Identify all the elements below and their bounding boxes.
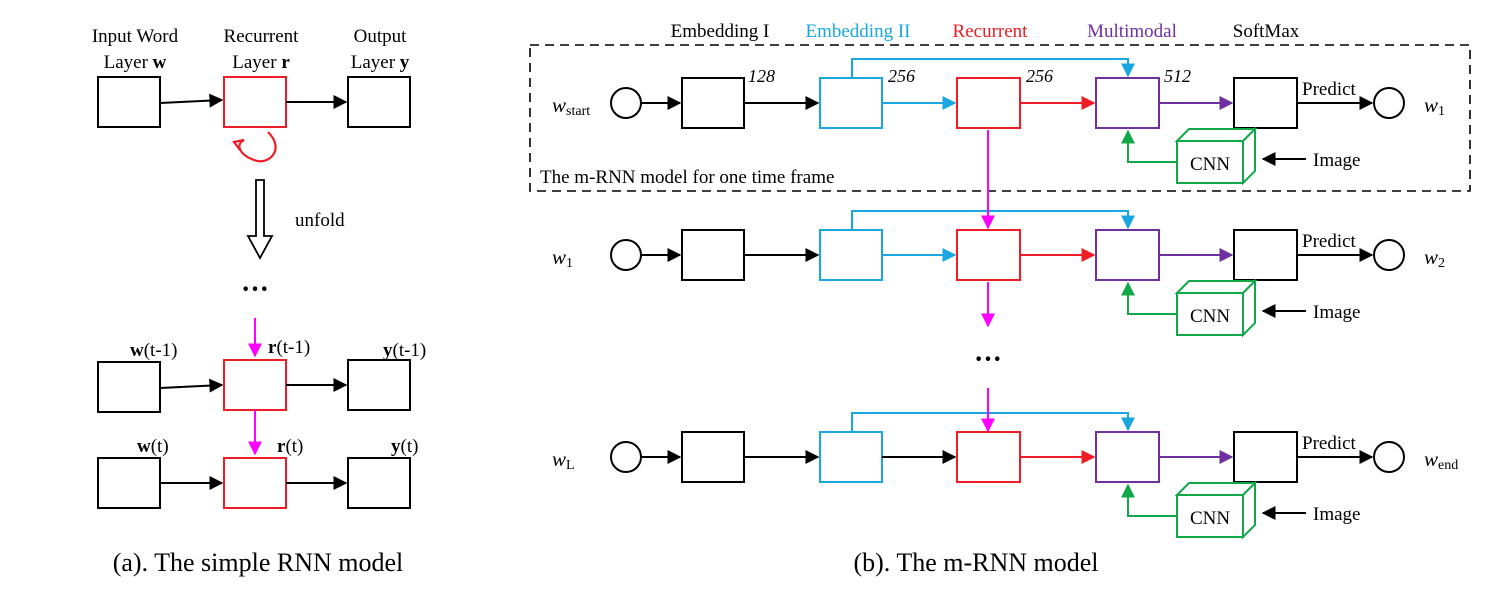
row-output-word-label: w2 [1424,245,1445,271]
softmax-box [1233,77,1298,129]
r-t-label: r(t) [277,436,303,457]
multimodal-box [1095,229,1160,281]
w-t-label: w(t) [137,436,169,457]
unfold-label: unfold [295,210,345,231]
embedding2-box [819,431,883,483]
cnn-box-top-face [1174,128,1258,142]
dim-128-label: 128 [748,66,775,86]
input-to-recurrent-arrow [159,93,224,108]
right-ellipsis: ··· [974,344,1002,375]
cnn-label: CNN [1190,508,1230,529]
cnn-box-side-face [1242,278,1256,338]
cnn-box-side-face [1242,126,1256,186]
cnn-label: CNN [1190,306,1230,327]
cnn-box-side-face [1242,480,1256,540]
simple-rnn-panel: Input Word Layer w Recurrent Layer r Out… [92,26,426,577]
w-t-minus-1-box [97,361,161,413]
recurrent-layer-label-line1: Recurrent [224,26,300,47]
y-t-minus-1-box [347,359,411,411]
output-layer-label-line2: Layer y [351,52,410,73]
predict-label: Predict [1302,231,1357,252]
embedding1-box [681,431,745,483]
r-t-minus-1-box [223,359,287,411]
w-t-box [97,457,161,509]
unfold-arrow-icon [246,179,274,260]
y-t-box [347,457,411,509]
cnn-box-top-face [1174,280,1258,294]
recurrent-box [956,431,1021,483]
input-word-node [610,441,642,473]
softmax-box [1233,229,1298,281]
input-layer-label-line2: Layer w [104,52,167,73]
predict-label: Predict [1302,79,1357,100]
input-word-box [97,76,161,128]
embedding2-box [819,229,883,281]
frame-label: The m-RNN model for one time frame [540,167,834,188]
w-t-minus-1-arrow [159,378,224,393]
dim-512-label: 512 [1164,66,1191,86]
header-softmax: SoftMax [1233,21,1300,42]
multimodal-box [1095,77,1160,129]
input-word-node [610,87,642,119]
recurrent-box [956,77,1021,129]
predict-label: Predict [1302,433,1357,454]
cnn-to-multimodal-arrow [1121,129,1177,163]
row-input-word-label: w1 [552,245,573,271]
dim-256-embedding-label: 256 [888,66,915,86]
header-embedding-1: Embedding I [671,21,770,42]
cnn-box [1176,494,1244,538]
self-loop-arrowhead-icon [232,138,245,151]
recurrent-layer-label-line2: Layer r [232,52,290,73]
header-recurrent: Recurrent [953,21,1029,42]
y-t-minus-1-label: y(t-1) [383,340,426,361]
cnn-box-top-face [1174,482,1258,496]
multimodal-box [1095,431,1160,483]
m-rnn-panel: Embedding I Embedding II Recurrent Multi… [529,21,1471,577]
output-word-node [1373,239,1405,271]
cnn-label: CNN [1190,154,1230,175]
cnn-to-multimodal-arrow [1121,281,1177,315]
caption-simple-rnn: (a). The simple RNN model [113,548,404,577]
softmax-box [1233,431,1298,483]
embedding2-skip-arrow [851,58,1135,78]
dim-256-recurrent-label: 256 [1026,66,1053,86]
embedding1-box [681,229,745,281]
row-input-word-label: wL [552,447,575,473]
output-word-node [1373,441,1405,473]
header-multimodal: Multimodal [1087,21,1177,42]
r-t-minus-1-label: r(t-1) [268,337,310,358]
row-output-word-label: w1 [1424,93,1445,119]
output-box [347,76,411,128]
input-layer-label-line1: Input Word [92,26,179,47]
output-layer-label-line1: Output [354,26,408,47]
recurrent-box [223,76,287,128]
embedding2-skip-arrow [851,412,1135,432]
recurrent-box [956,229,1021,281]
cnn-to-multimodal-arrow [1121,483,1177,517]
header-embedding-2: Embedding II [805,21,910,42]
embedding2-skip-arrow [851,210,1135,230]
r-t-box [223,457,287,509]
input-word-node [610,239,642,271]
embedding1-box [681,77,745,129]
recurrent-self-loop-arrow [238,131,277,163]
one-time-frame-box [529,44,1471,192]
caption-m-rnn: (b). The m-RNN model [853,548,1098,577]
left-ellipsis: ··· [241,274,269,305]
w-t-minus-1-label: w(t-1) [130,340,178,361]
row-output-word-label: wend [1424,447,1458,473]
output-word-node [1373,87,1405,119]
row-input-word-label: wstart [552,93,590,119]
image-label: Image [1313,302,1360,323]
image-label: Image [1313,504,1360,525]
embedding2-box [819,77,883,129]
y-t-label: y(t) [391,436,418,457]
cnn-box [1176,292,1244,336]
image-label: Image [1313,150,1360,171]
